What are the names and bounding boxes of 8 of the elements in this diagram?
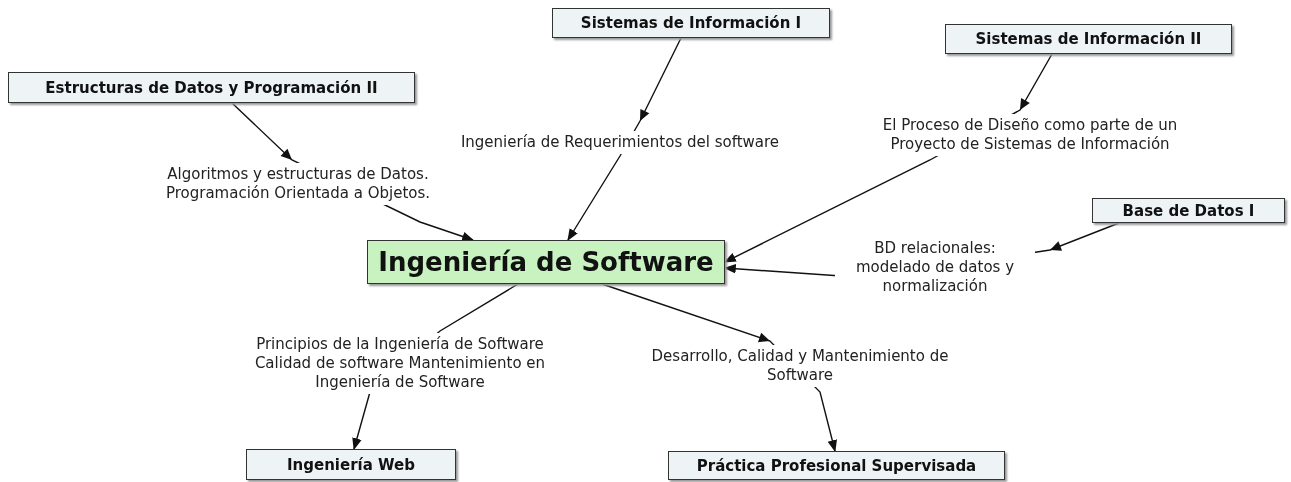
concept-box: Sistemas de Información II bbox=[945, 24, 1232, 54]
concept-box: Base de Datos I bbox=[1092, 198, 1285, 223]
concept-box: Estructuras de Datos y Programación II bbox=[8, 72, 415, 103]
concept-box: Práctica Profesional Supervisada bbox=[668, 451, 1005, 480]
concept-box: Sistemas de Información I bbox=[552, 8, 830, 38]
linking-phrase: Desarrollo, Calidad y Mantenimiento de Software bbox=[650, 345, 950, 387]
concept-box: Ingeniería de Software bbox=[367, 240, 725, 284]
concept-box: Ingeniería Web bbox=[246, 449, 456, 480]
